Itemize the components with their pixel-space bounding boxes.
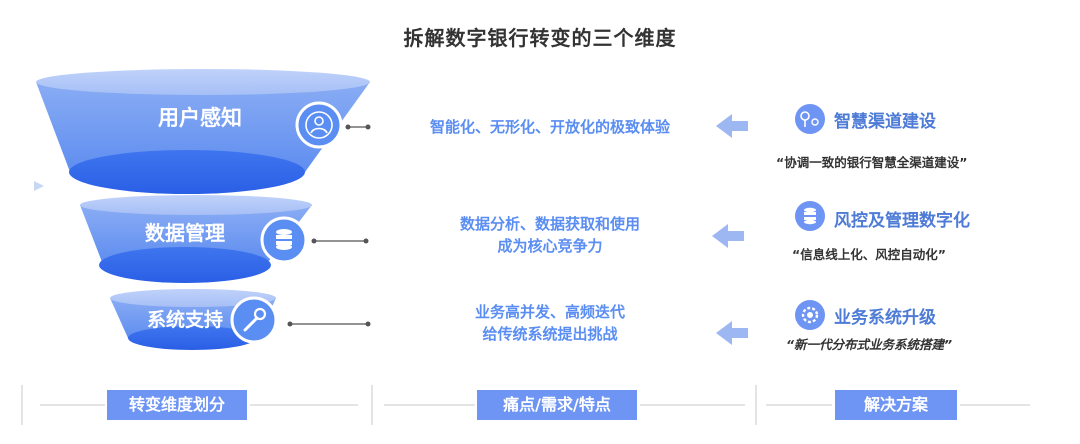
pain-point-2-line2: 成为核心竞争力 xyxy=(497,237,603,255)
solution-title-smart-channel: 智慧渠道建设 xyxy=(834,112,936,132)
dimension-label-system-support: 系统支持 xyxy=(146,309,223,331)
database-icon xyxy=(795,201,825,231)
page-title: 拆解数字银行转变的三个维度 xyxy=(403,26,677,50)
gear-icon xyxy=(795,300,825,330)
dimension-label-data-management: 数据管理 xyxy=(145,221,225,245)
pain-point-3-line1: 业务高并发、高频迭代 xyxy=(474,303,625,321)
connector-3 xyxy=(287,321,371,327)
user-icon xyxy=(295,101,343,149)
pain-point-1-line1: 智能化、无形化、开放化的极致体验 xyxy=(429,118,670,136)
connector-2 xyxy=(311,238,369,244)
solution-quote-system-upgrade: “新一代分布式业务系统搭建” xyxy=(786,337,953,352)
decor-triangle-icon xyxy=(34,181,44,191)
category-pain-points: 痛点/需求/特点 xyxy=(477,390,637,420)
arrow-left-icon xyxy=(716,321,748,345)
arrow-left-icon xyxy=(712,224,744,248)
pain-point-3: 业务高并发、高频迭代 给传统系统提出挑战 xyxy=(380,301,720,345)
funnel-tier-data-management xyxy=(80,195,312,283)
bottom-guides xyxy=(21,385,1030,425)
pain-point-1: 智能化、无形化、开放化的极致体验 xyxy=(380,116,720,138)
pain-point-2-line1: 数据分析、数据获取和使用 xyxy=(459,215,640,233)
solution-quote-risk-control: “信息线上化、风控自动化” xyxy=(792,247,946,262)
location-icon xyxy=(795,104,825,134)
pain-point-2: 数据分析、数据获取和使用 成为核心竞争力 xyxy=(380,213,720,257)
wrench-icon xyxy=(230,296,278,344)
dimension-label-user-perception: 用户感知 xyxy=(158,106,242,130)
solution-quote-smart-channel: “协调一致的银行智慧全渠道建设” xyxy=(776,155,968,170)
connector-1 xyxy=(345,124,371,130)
pain-point-3-line2: 给传统系统提出挑战 xyxy=(482,325,618,343)
category-dimension: 转变维度划分 xyxy=(107,390,247,420)
funnel-tier-user-perception xyxy=(36,69,370,194)
category-solutions: 解决方案 xyxy=(835,390,957,420)
solution-title-system-upgrade: 业务系统升级 xyxy=(834,308,936,328)
arrow-left-icon xyxy=(716,114,748,138)
solution-title-risk-control: 风控及管理数字化 xyxy=(834,211,970,231)
database-icon xyxy=(260,216,308,264)
